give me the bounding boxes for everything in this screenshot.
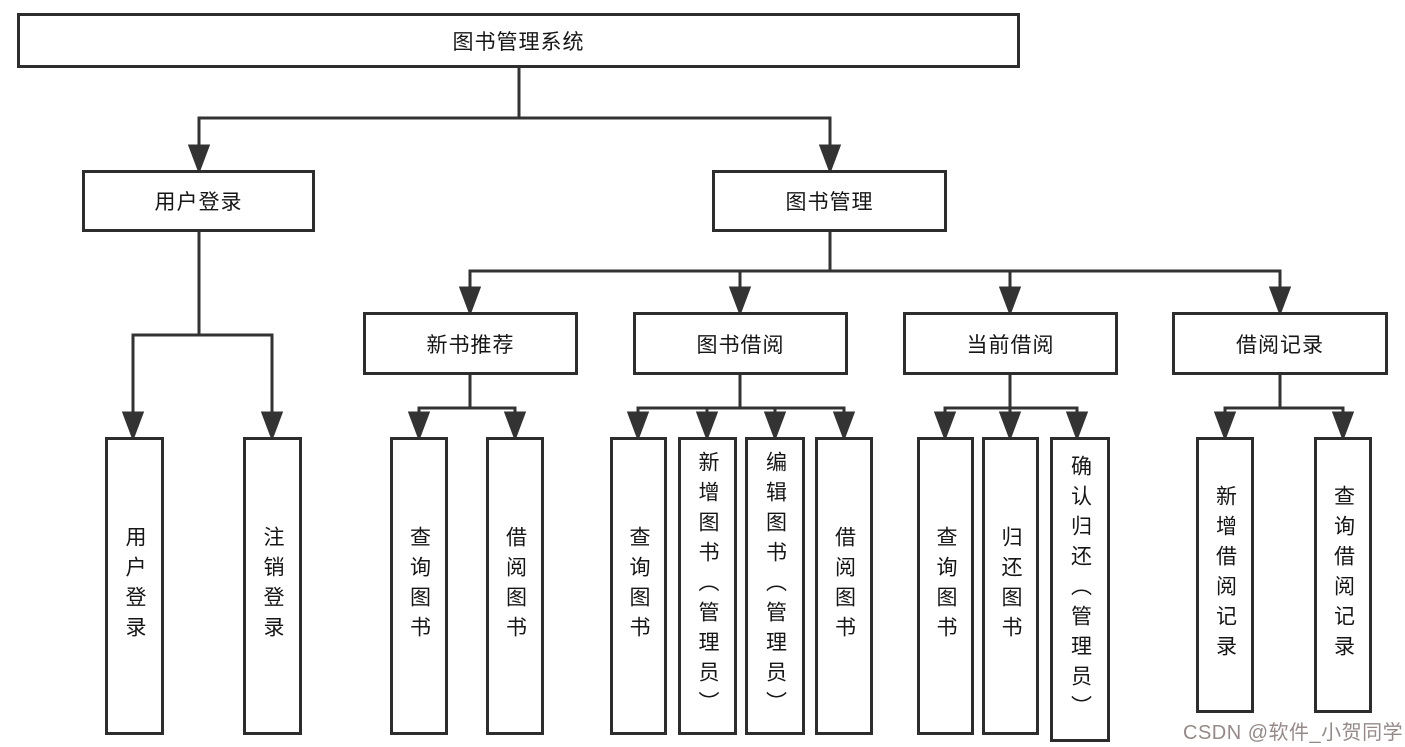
- connector-current-borrow-to-leaves: [933, 373, 1089, 442]
- node-borrow-records: 借阅记录: [1172, 312, 1388, 375]
- leaf-borrow-book-1: 借阅图书: [486, 437, 544, 735]
- node-root: 图书管理系统: [17, 13, 1020, 68]
- node-current-borrow: 当前借阅: [903, 312, 1118, 375]
- node-user-login: 用户登录: [82, 170, 315, 232]
- leaf-add-record: 新增借阅记录: [1196, 437, 1254, 713]
- connector-book-mgmt-to-level2: [458, 230, 1292, 317]
- leaf-query-book-1: 查询图书: [390, 437, 448, 735]
- leaf-query-record: 查询借阅记录: [1314, 437, 1372, 713]
- leaf-query-book-3: 查询图书: [917, 437, 974, 735]
- leaf-borrow-book-2: 借阅图书: [815, 437, 873, 735]
- node-new-book-rec: 新书推荐: [363, 312, 578, 375]
- node-book-borrow: 图书借阅: [633, 312, 848, 375]
- leaf-query-book-2: 查询图书: [610, 437, 667, 735]
- leaf-logout: 注销登录: [243, 437, 302, 735]
- leaf-edit-book: 编辑图书（管理员）: [745, 437, 805, 735]
- connector-new-book-rec-to-leaves: [407, 373, 527, 442]
- connector-book-borrow-to-leaves: [626, 373, 856, 442]
- leaf-confirm-return: 确认归还（管理员）: [1050, 437, 1110, 742]
- leaf-user-login: 用户登录: [105, 437, 164, 735]
- connector-user-login-to-leaves: [121, 230, 284, 442]
- csdn-watermark: CSDN @软件_小贺同学: [1183, 722, 1404, 744]
- node-book-mgmt: 图书管理: [712, 170, 947, 232]
- leaf-add-book: 新增图书（管理员）: [678, 437, 737, 735]
- leaf-return-book: 归还图书: [982, 437, 1039, 735]
- connector-borrow-records-to-leaves: [1213, 373, 1355, 442]
- connector-root-to-level1: [187, 66, 842, 175]
